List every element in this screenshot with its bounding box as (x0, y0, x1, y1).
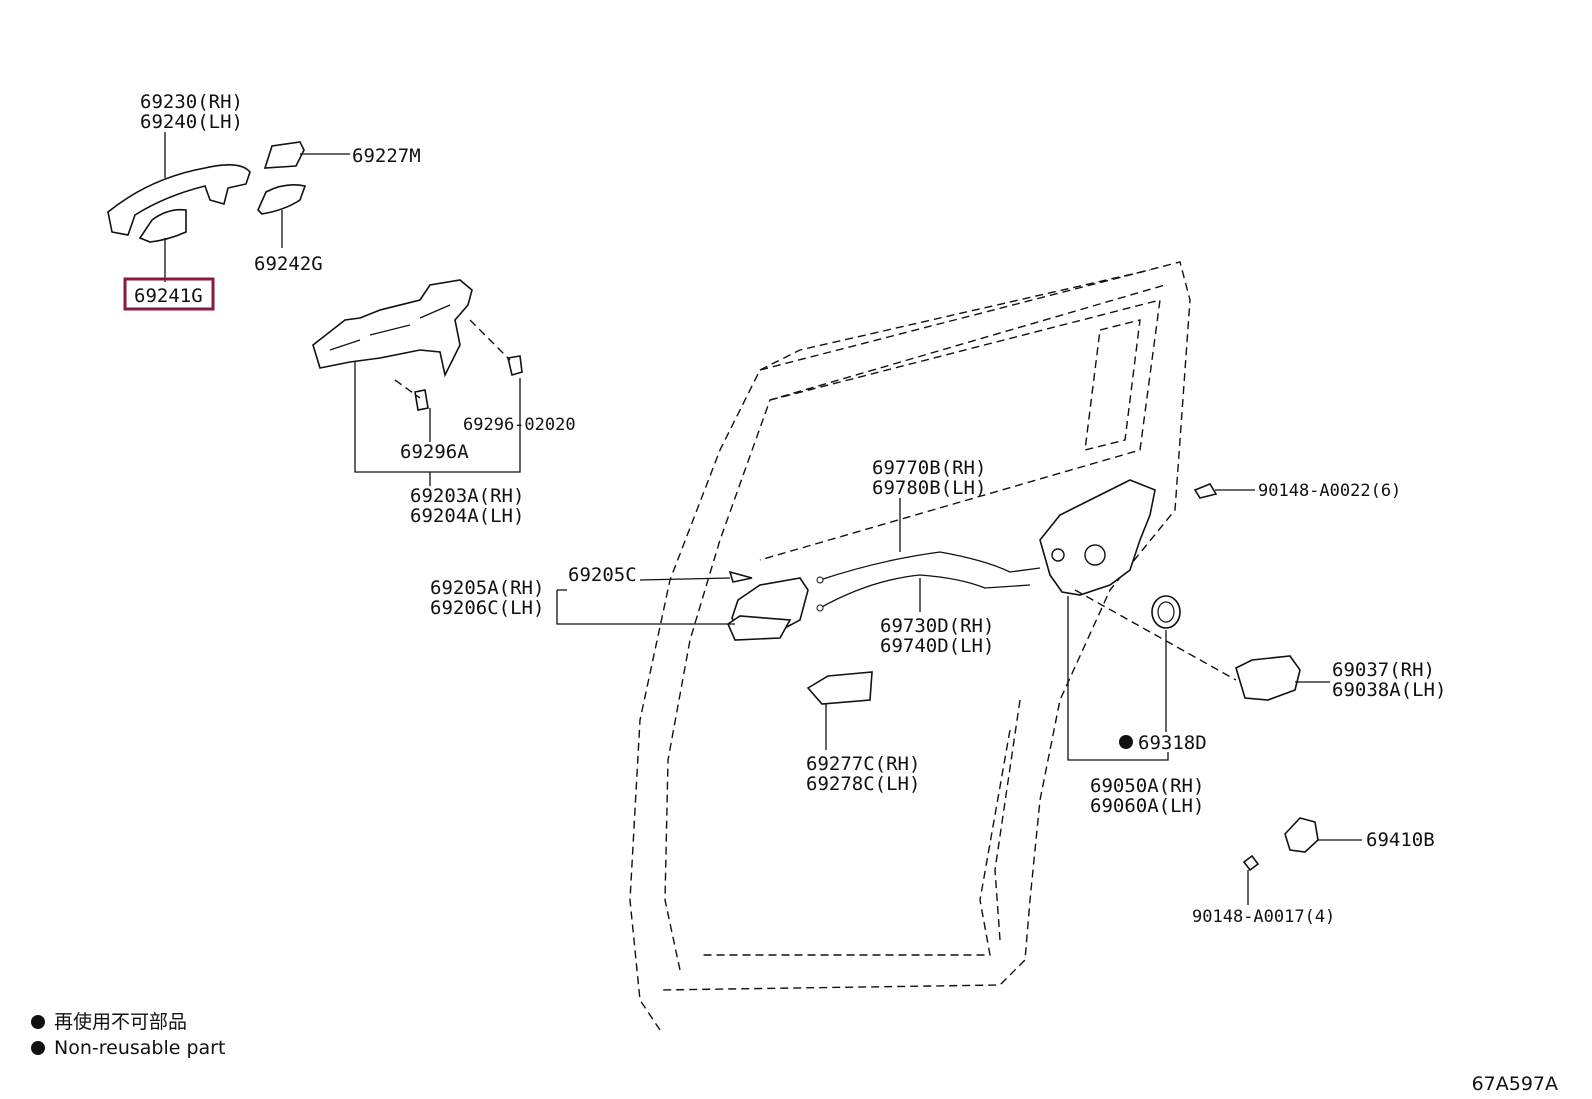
label-69230: 69230(RH) (140, 91, 243, 113)
label-69038a: 69038A(LH) (1332, 679, 1446, 701)
inside-handle (726, 577, 809, 641)
screw-90148-a0017 (1242, 854, 1260, 872)
non-reusable-marker (1119, 735, 1133, 749)
lock-cover (1074, 589, 1301, 701)
label-69241g[interactable]: 69241G (134, 285, 203, 307)
outside-handle (107, 164, 251, 243)
cables (816, 551, 1041, 612)
bolt-69296a (394, 379, 429, 411)
striker (1284, 817, 1319, 853)
label-69240: 69240(LH) (140, 111, 243, 133)
label-69410b: 69410B (1366, 829, 1435, 851)
screw-90148-a0022 (1193, 483, 1218, 499)
legend: 再使用不可部品 Non-reusable part (31, 1011, 225, 1059)
label-69318d: 69318D (1138, 732, 1207, 754)
label-69204a: 69204A(LH) (410, 505, 524, 527)
label-69780b: 69780B(LH) (872, 477, 986, 499)
diagram-code: 67A597A (1472, 1073, 1558, 1095)
clip-69205c (728, 570, 753, 583)
label-69770b: 69770B(RH) (872, 457, 986, 479)
legend-en: Non-reusable part (54, 1037, 225, 1059)
label-90148-a0017: 90148-A0017(4) (1192, 907, 1335, 927)
label-69740d: 69740D(LH) (880, 635, 994, 657)
handle-bezel (806, 671, 873, 705)
handle-pad-69242g (257, 184, 307, 215)
label-69203a: 69203A(RH) (410, 485, 524, 507)
label-69277c: 69277C(RH) (806, 753, 920, 775)
legend-jp: 再使用不可部品 (54, 1011, 187, 1033)
label-69242g: 69242G (254, 253, 323, 275)
label-69205a: 69205A(RH) (430, 577, 544, 599)
door-outline (629, 261, 1191, 1031)
label-90148-a0022: 90148-A0022(6) (1258, 481, 1401, 501)
label-69050a: 69050A(RH) (1090, 775, 1204, 797)
door-lock (1039, 479, 1156, 596)
leader-lines (164, 132, 1362, 905)
handle-cover-69227m (263, 141, 305, 169)
label-69730d: 69730D(RH) (880, 615, 994, 637)
highlight-box (123, 277, 215, 311)
handle-frame (312, 279, 473, 378)
bolt-69296-02020 (469, 319, 523, 377)
label-69206c: 69206C(LH) (430, 597, 544, 619)
label-69296-02020: 69296-02020 (463, 415, 576, 435)
label-69037: 69037(RH) (1332, 659, 1435, 681)
label-69227m: 69227M (352, 145, 421, 167)
part-labels: 69230(RH) 69240(LH) 69227M 69242G 69241G… (123, 91, 1446, 927)
label-69205c: 69205C (568, 564, 637, 586)
label-69060a: 69060A(LH) (1090, 795, 1204, 817)
legend-bullet-en (31, 1041, 45, 1055)
label-69278c: 69278C(LH) (806, 773, 920, 795)
grommet (1151, 595, 1181, 629)
legend-bullet-jp (31, 1015, 45, 1029)
label-69296a: 69296A (400, 441, 469, 463)
